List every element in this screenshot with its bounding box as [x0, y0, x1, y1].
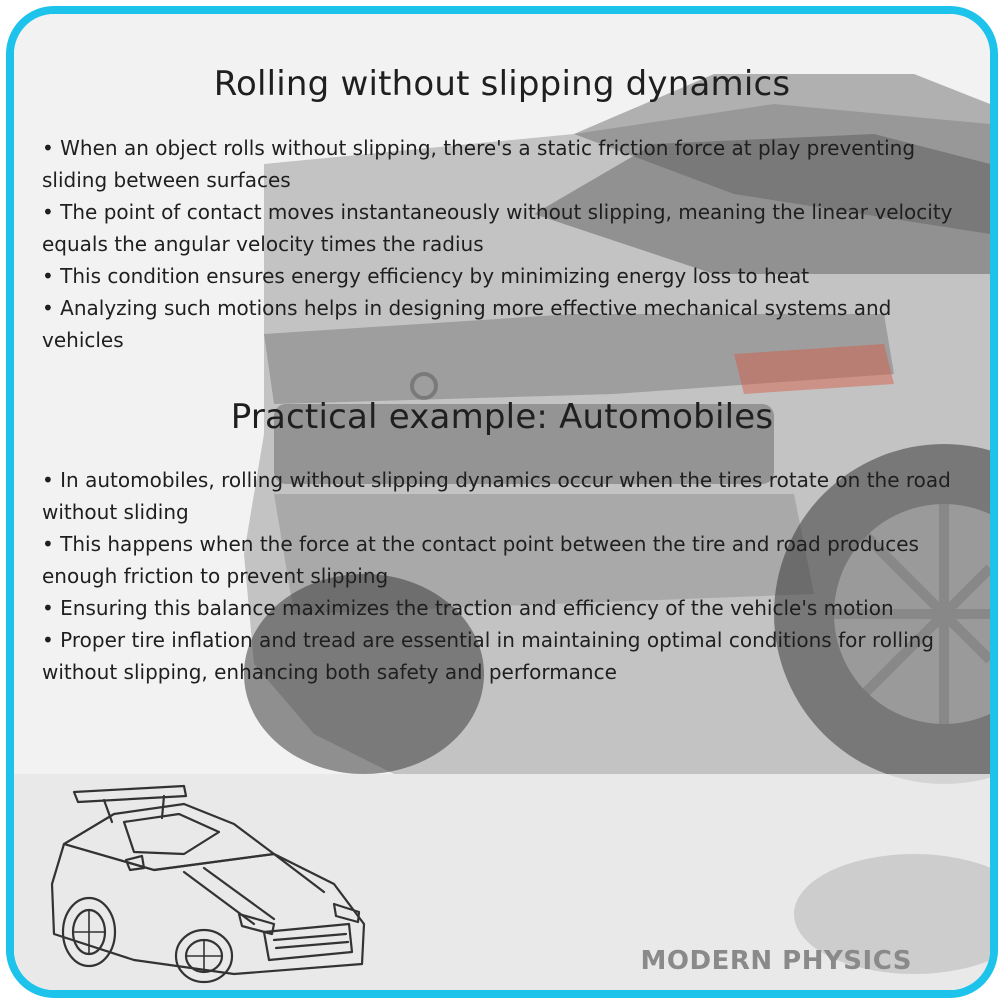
car-sketch-illustration: [50, 784, 366, 984]
list-item: • Proper tire inflation and tread are es…: [42, 628, 935, 684]
background-car-photo: [14, 14, 990, 990]
card-frame: Rolling without slipping dynamics • When…: [6, 6, 998, 998]
bullet-list-automobiles: • In automobiles, rolling without slippi…: [42, 464, 962, 688]
list-item: • Analyzing such motions helps in design…: [42, 296, 892, 352]
section-title-automobiles: Practical example: Automobiles: [230, 397, 774, 437]
list-item: • Ensuring this balance maximizes the tr…: [42, 596, 894, 620]
list-item: • When an object rolls without slipping,…: [42, 136, 916, 192]
brand-watermark: MODERN PHYSICS: [640, 946, 912, 976]
bullet-list-rolling: • When an object rolls without slipping,…: [42, 132, 962, 356]
list-item: • This happens when the force at the con…: [42, 532, 919, 588]
list-item: • The point of contact moves instantaneo…: [42, 200, 953, 256]
list-item: • This condition ensures energy efficien…: [42, 264, 810, 288]
list-item: • In automobiles, rolling without slippi…: [42, 468, 951, 524]
section-title-rolling: Rolling without slipping dynamics: [213, 64, 791, 104]
